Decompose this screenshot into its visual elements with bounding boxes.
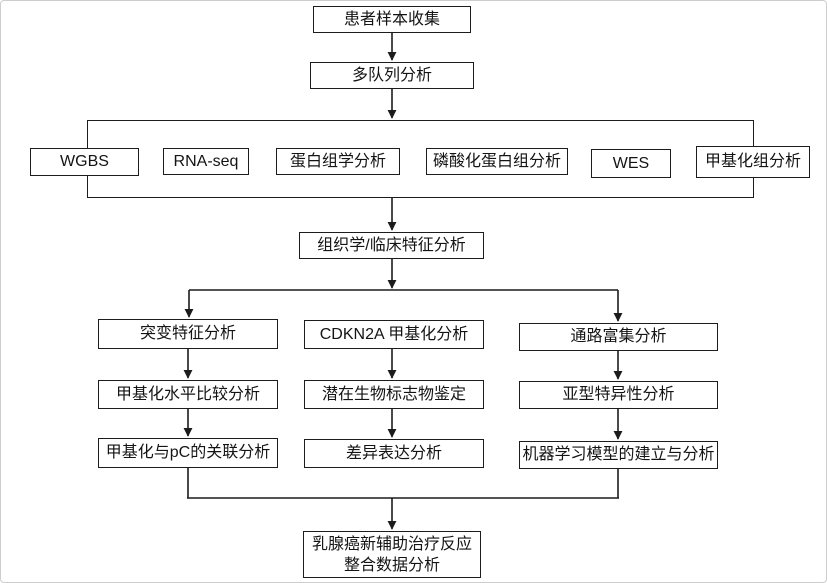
node-machine-learning-model: 机器学习模型的建立与分析	[519, 441, 718, 469]
node-rna-seq: RNA-seq	[163, 148, 249, 175]
integrated-analysis-line2: 整合数据分析	[343, 556, 440, 574]
node-multi-cohort-analysis: 多队列分析	[310, 62, 474, 89]
node-wes: WES	[591, 149, 671, 178]
node-mutation-signature-analysis: 突变特征分析	[98, 319, 278, 349]
node-subtype-specific-analysis: 亚型特异性分析	[519, 381, 718, 409]
node-phosphoproteomics: 磷酸化蛋白组分析	[426, 148, 568, 175]
node-methylation-level-comparison: 甲基化水平比较分析	[98, 380, 278, 409]
node-proteomics: 蛋白组学分析	[276, 148, 400, 175]
node-wgbs: WGBS	[30, 148, 139, 176]
node-histology-clinical-analysis: 组织学/临床特征分析	[299, 232, 484, 259]
node-pathway-enrichment-analysis: 通路富集分析	[519, 323, 718, 351]
node-cdkn2a-methylation-analysis: CDKN2A 甲基化分析	[304, 320, 484, 349]
node-differential-expression-analysis: 差异表达分析	[304, 439, 484, 468]
node-methylome-analysis: 甲基化组分析	[696, 146, 810, 178]
node-methylation-pc-association: 甲基化与pC的关联分析	[98, 438, 278, 468]
integrated-analysis-line1: 乳腺癌新辅助治疗反应	[311, 535, 472, 553]
node-potential-biomarker-identification: 潜在生物标志物鉴定	[304, 380, 484, 409]
node-integrated-data-analysis: 乳腺癌新辅助治疗反应 整合数据分析	[303, 531, 481, 578]
node-patient-sample-collection: 患者样本收集	[313, 6, 471, 33]
